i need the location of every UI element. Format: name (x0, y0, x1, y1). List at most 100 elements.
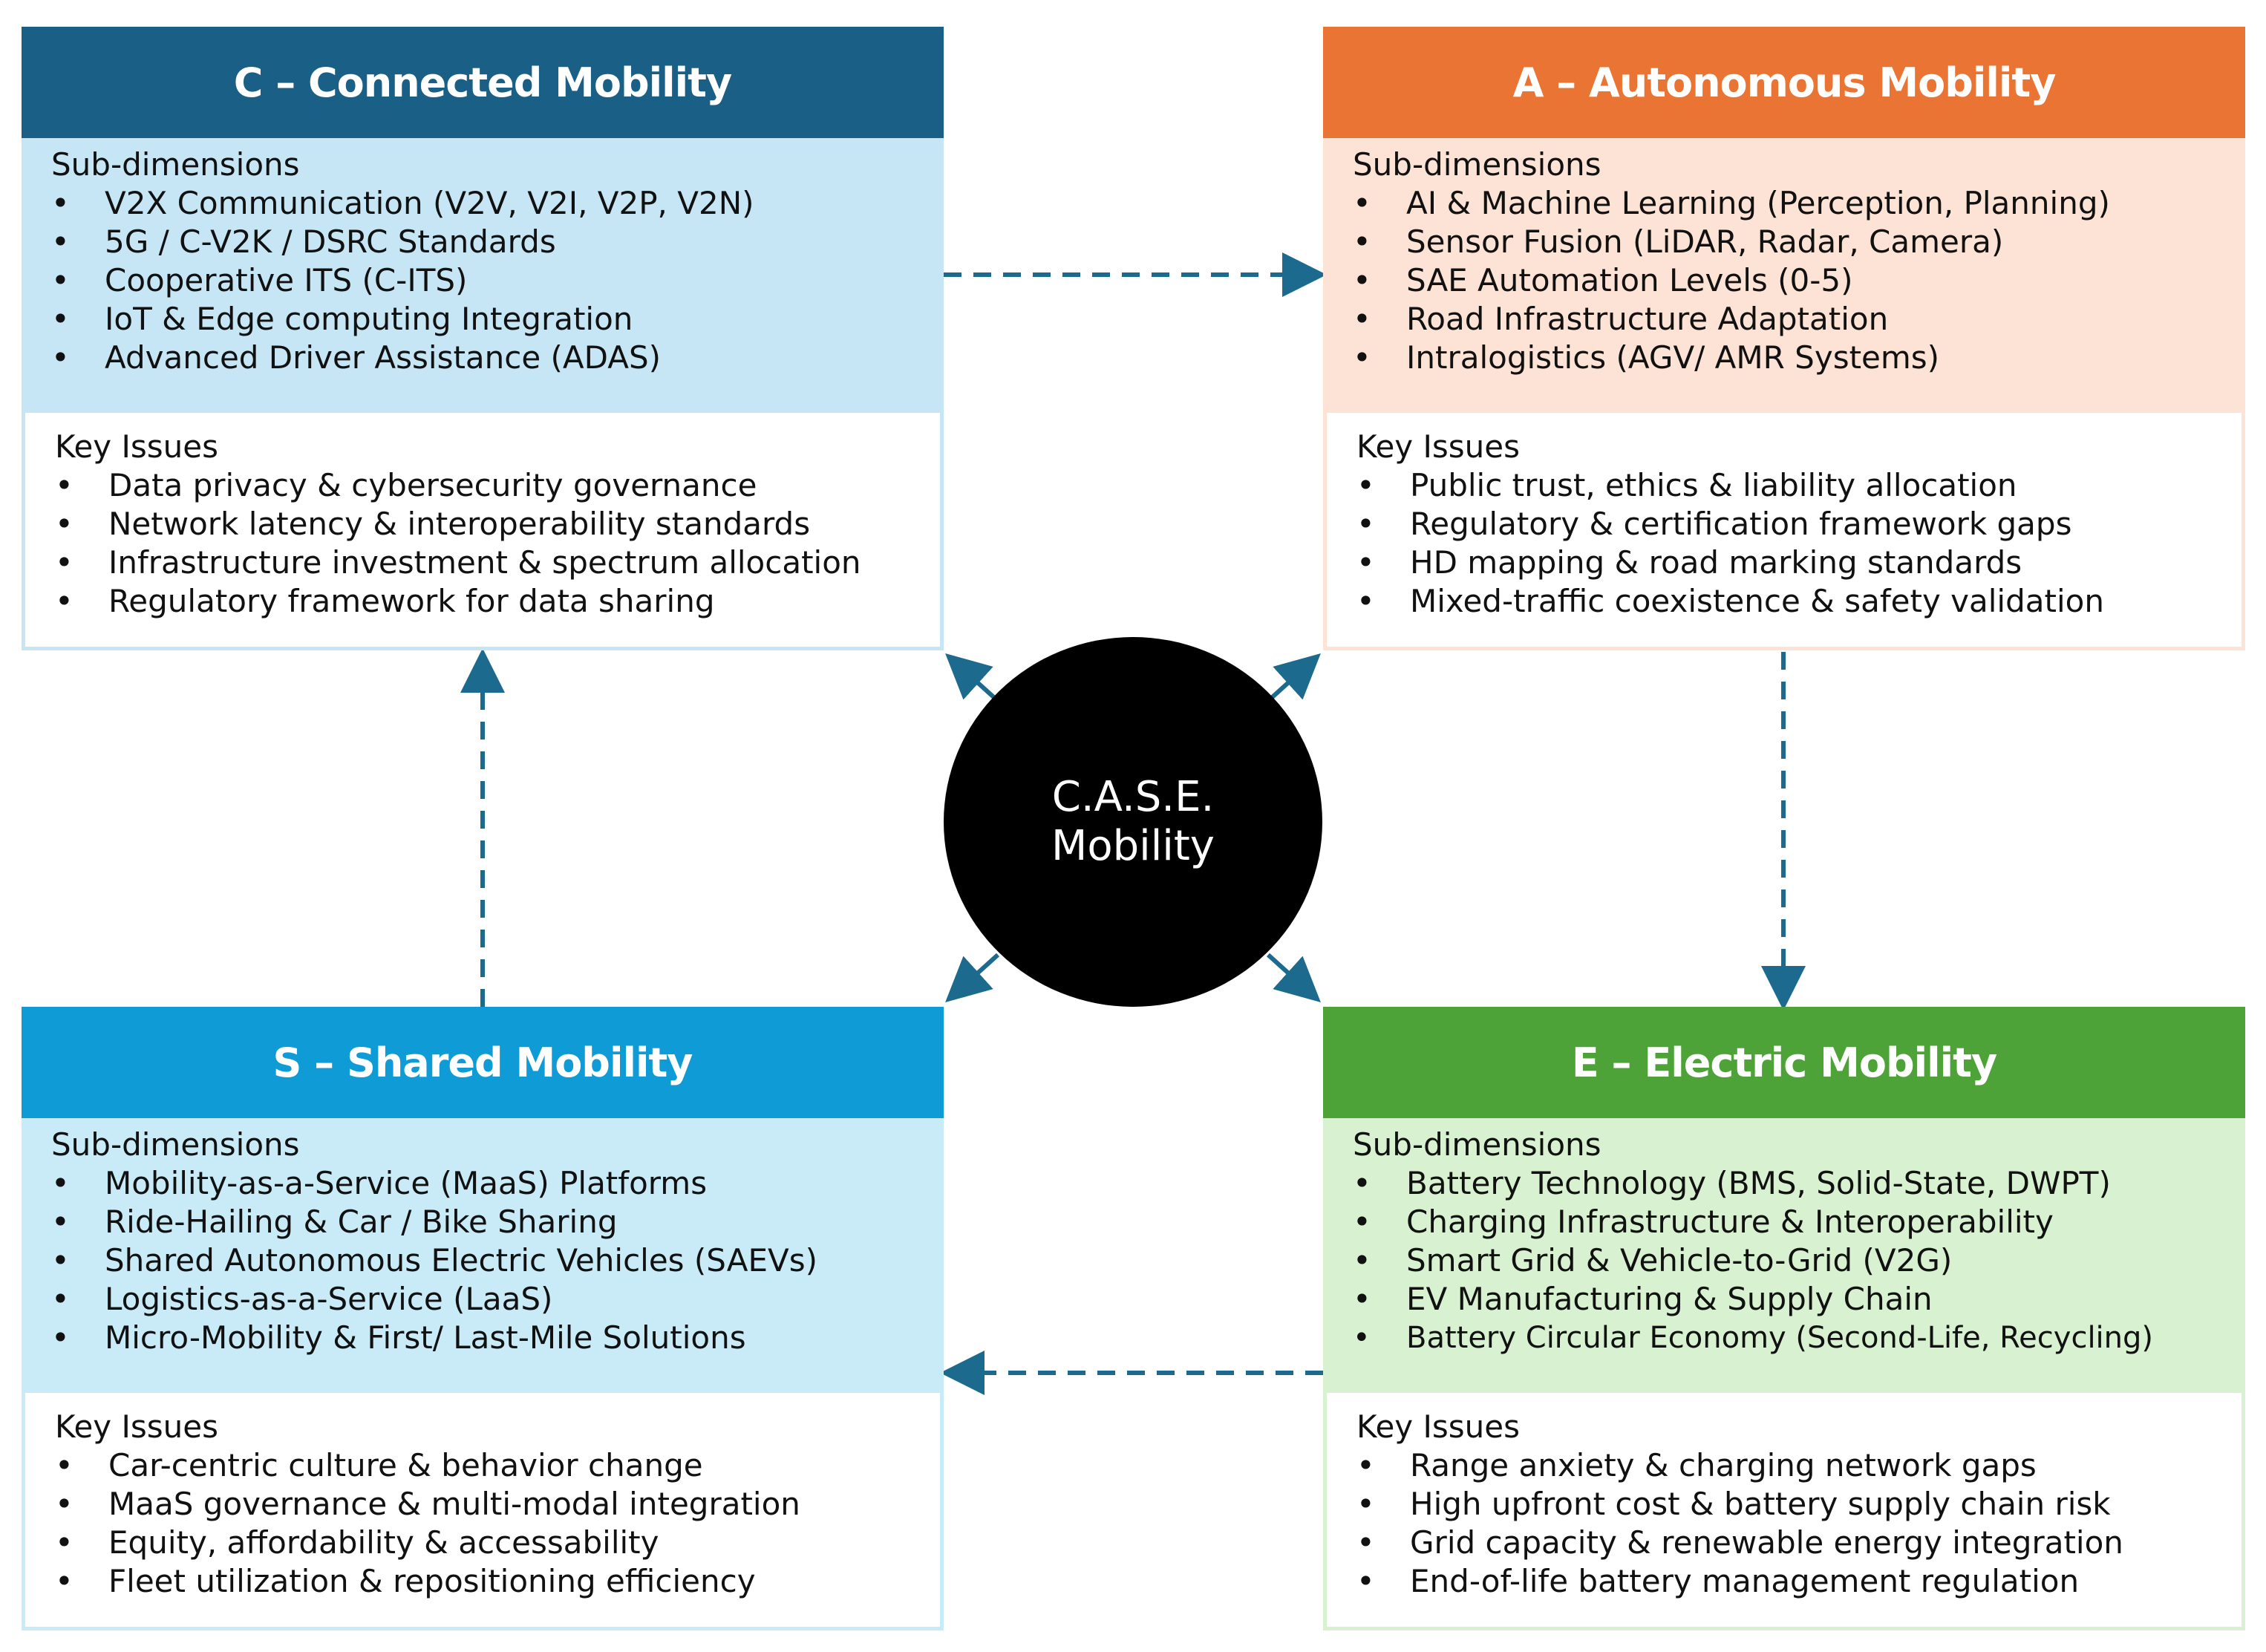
electric-key-title: Key Issues (1356, 1408, 1520, 1445)
electric-key-list: •Range anxiety & charging network gaps •… (1356, 1446, 2212, 1601)
autonomous-key-title: Key Issues (1356, 428, 1520, 465)
list-item: •Intralogistics (AGV/ AMR Systems) (1353, 339, 1940, 376)
bullet: • (55, 1486, 74, 1522)
bullet: • (55, 1447, 74, 1483)
bullet: • (55, 544, 74, 581)
bullet: • (1353, 185, 1371, 221)
autonomous-title: A – Autonomous Mobility (1512, 59, 2057, 106)
center-label-line2: Mobility (1051, 822, 1215, 870)
bullet: • (1356, 583, 1375, 619)
autonomous-sub-title: Sub-dimensions (1353, 146, 1601, 183)
bullet: • (51, 1319, 70, 1356)
bullet: • (1353, 1204, 1371, 1240)
bullet: • (1353, 301, 1371, 337)
shared-key-title: Key Issues (55, 1408, 218, 1445)
connected-sub-title: Sub-dimensions (51, 146, 300, 183)
electric-key-issues: Key Issues •Range anxiety & charging net… (1323, 1393, 2245, 1630)
center-circle: C.A.S.E. Mobility (944, 637, 1322, 1007)
shared-header: S – Shared Mobility (22, 1007, 944, 1118)
quadrant-shared: S – Shared Mobility Sub-dimensions •Mobi… (22, 1007, 944, 1630)
list-item: •High upfront cost & battery supply chai… (1356, 1486, 2111, 1522)
list-item: •Mobility-as-a-Service (MaaS) Platforms (51, 1165, 708, 1201)
bullet: • (1353, 262, 1371, 298)
list-item: •Battery Circular Economy (Second-Life, … (1353, 1319, 2216, 1357)
list-item: •Ride-Hailing & Car / Bike Sharing (51, 1204, 618, 1240)
bullet: • (51, 262, 70, 298)
list-item: •MaaS governance & multi-modal integrati… (55, 1486, 800, 1522)
list-item: •AI & Machine Learning (Perception, Plan… (1353, 185, 2110, 221)
list-item: •Sensor Fusion (LiDAR, Radar, Camera) (1353, 223, 2004, 260)
list-item: •Charging Infrastructure & Interoperabil… (1353, 1204, 2054, 1240)
bullet: • (1356, 1563, 1375, 1599)
list-item: •Shared Autonomous Electric Vehicles (SA… (51, 1242, 818, 1279)
bullet: • (51, 339, 70, 376)
electric-sub-list: •Battery Technology (BMS, Solid-State, D… (1353, 1164, 2216, 1357)
list-item: •Infrastructure investment & spectrum al… (55, 544, 861, 581)
autonomous-sub-dimensions: Sub-dimensions •AI & Machine Learning (P… (1323, 138, 2245, 413)
shared-sub-dimensions: Sub-dimensions •Mobility-as-a-Service (M… (22, 1118, 944, 1393)
bullet: • (55, 467, 74, 503)
list-item: •5G / C-V2K / DSRC Standards (51, 223, 556, 260)
list-item: •Mixed-traffic coexistence & safety vali… (1356, 583, 2104, 619)
electric-sub-title: Sub-dimensions (1353, 1126, 1601, 1163)
list-item: •Data privacy & cybersecurity governance (55, 467, 757, 503)
list-item: •Advanced Driver Assistance (ADAS) (51, 339, 662, 376)
bullet: • (1353, 339, 1371, 376)
list-item: •Smart Grid & Vehicle-to-Grid (V2G) (1353, 1242, 1953, 1279)
list-item: •Cooperative ITS (C-ITS) (51, 262, 468, 298)
arrow-center-to-autonomous (1266, 653, 1321, 703)
bullet: • (1356, 1524, 1375, 1561)
bullet: • (1353, 1165, 1371, 1201)
autonomous-header: A – Autonomous Mobility (1323, 27, 2245, 138)
list-item: •Logistics-as-a-Service (LaaS) (51, 1281, 553, 1317)
connected-key-title: Key Issues (55, 428, 218, 465)
connected-title: C – Connected Mobility (233, 59, 732, 106)
bullet: • (51, 1242, 70, 1279)
quadrant-connected: C – Connected Mobility Sub-dimensions •V… (22, 27, 944, 650)
arrow-center-to-electric (1266, 953, 1321, 1003)
quadrant-autonomous: A – Autonomous Mobility Sub-dimensions •… (1323, 27, 2245, 650)
list-item: •IoT & Edge computing Integration (51, 301, 633, 337)
bullet: • (51, 1165, 70, 1201)
bullet: • (51, 185, 70, 221)
list-item: •SAE Automation Levels (0-5) (1353, 262, 1853, 298)
bullet: • (51, 301, 70, 337)
electric-title: E – Electric Mobility (1571, 1039, 1997, 1086)
list-item: •Battery Technology (BMS, Solid-State, D… (1353, 1165, 2111, 1201)
bullet: • (1356, 1486, 1375, 1522)
bullet: • (55, 583, 74, 619)
list-item: •Regulatory & certification framework ga… (1356, 506, 2072, 542)
list-item: •Grid capacity & renewable energy integr… (1356, 1524, 2123, 1561)
autonomous-key-issues: Key Issues •Public trust, ethics & liabi… (1323, 413, 2245, 650)
list-item: •Road Infrastructure Adaptation (1353, 301, 1889, 337)
bullet: • (51, 1281, 70, 1317)
list-item: •Car-centric culture & behavior change (55, 1447, 703, 1483)
bullet: • (1353, 223, 1371, 260)
list-item: •Public trust, ethics & liability alloca… (1356, 467, 2017, 503)
electric-sub-dimensions: Sub-dimensions •Battery Technology (BMS,… (1323, 1118, 2245, 1393)
list-item: •Range anxiety & charging network gaps (1356, 1447, 2037, 1483)
electric-header: E – Electric Mobility (1323, 1007, 2245, 1118)
list-item: •Fleet utilization & repositioning effic… (55, 1563, 756, 1599)
bullet: • (1353, 1242, 1371, 1279)
shared-key-issues: Key Issues •Car-centric culture & behavi… (22, 1393, 944, 1630)
connected-sub-list: •V2X Communication (V2V, V2I, V2P, V2N) … (51, 184, 914, 377)
connected-key-list: •Data privacy & cybersecurity governance… (55, 466, 910, 621)
shared-key-list: •Car-centric culture & behavior change •… (55, 1446, 910, 1601)
list-item: •Micro-Mobility & First/ Last-Mile Solut… (51, 1319, 746, 1356)
shared-sub-list: •Mobility-as-a-Service (MaaS) Platforms … (51, 1164, 914, 1357)
autonomous-key-list: •Public trust, ethics & liability alloca… (1356, 466, 2212, 621)
bullet: • (51, 1204, 70, 1240)
list-item: •EV Manufacturing & Supply Chain (1353, 1281, 1933, 1317)
bullet: • (1356, 544, 1375, 581)
quadrant-electric: E – Electric Mobility Sub-dimensions •Ba… (1323, 1007, 2245, 1630)
bullet: • (1356, 506, 1375, 542)
bullet: • (1353, 1281, 1371, 1317)
bullet: • (51, 223, 70, 260)
bullet: • (1356, 467, 1375, 503)
list-item: •Equity, affordability & accessability (55, 1524, 659, 1561)
connected-sub-dimensions: Sub-dimensions •V2X Communication (V2V, … (22, 138, 944, 413)
shared-sub-title: Sub-dimensions (51, 1126, 300, 1163)
list-item: •Network latency & interoperability stan… (55, 506, 811, 542)
